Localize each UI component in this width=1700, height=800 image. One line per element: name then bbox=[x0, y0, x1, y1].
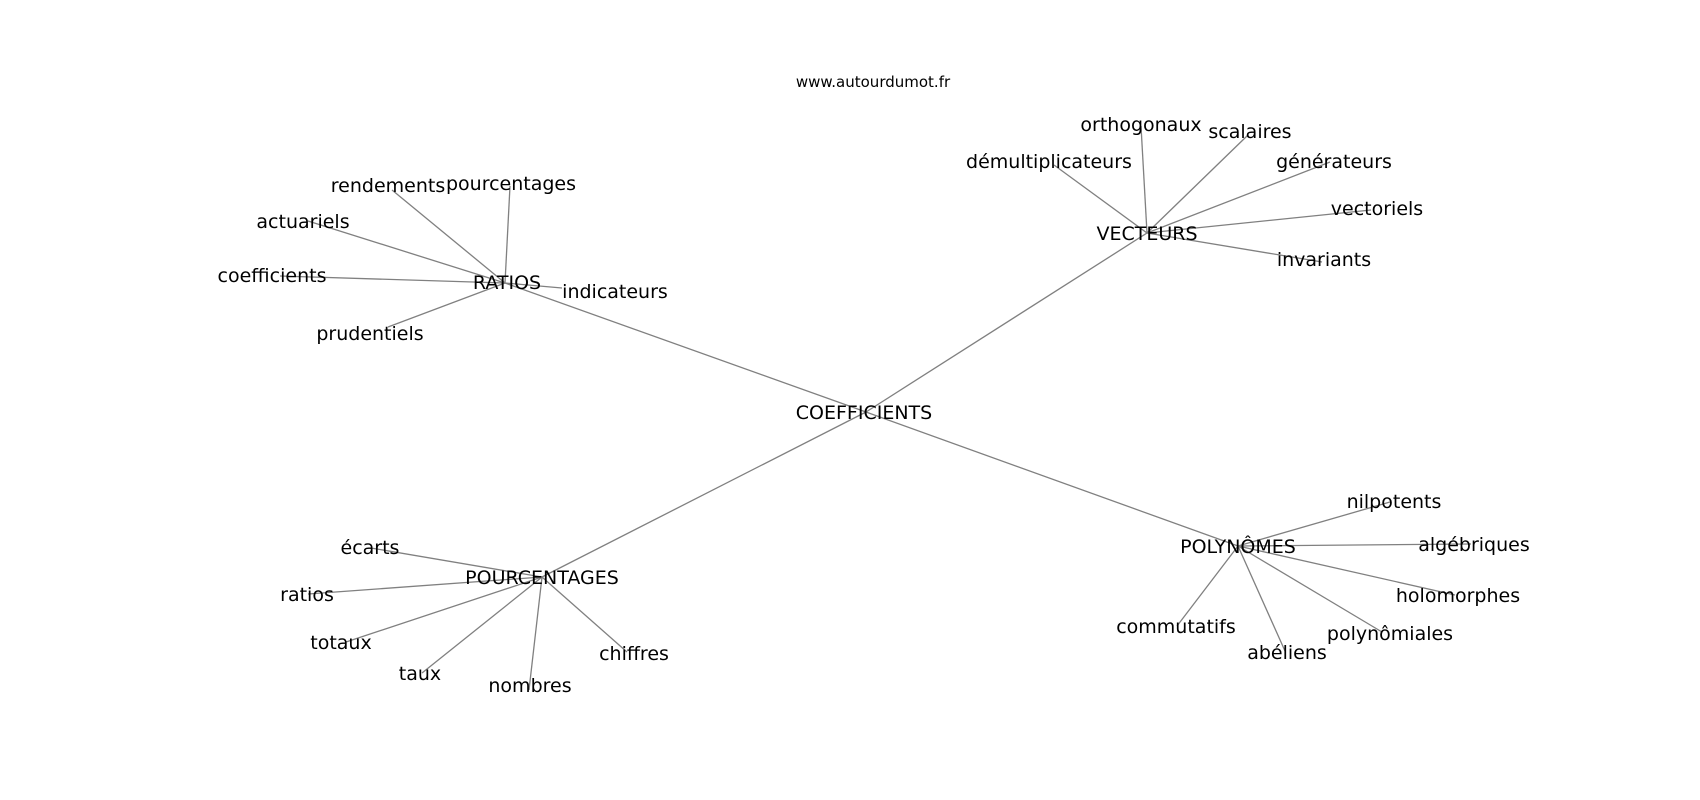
word-generateurs: générateurs bbox=[1276, 151, 1392, 173]
edge-center-vecteurs bbox=[865, 232, 1148, 413]
edge-polynomes-holomorphes bbox=[1237, 545, 1456, 596]
word-polynomiales: polynômiales bbox=[1327, 623, 1453, 645]
word-holomorphes: holomorphes bbox=[1396, 585, 1520, 607]
edge-polynomes-commutatifs bbox=[1176, 545, 1239, 627]
edge-pourcentages-taux bbox=[421, 576, 543, 674]
word-orthogonaux: orthogonaux bbox=[1080, 114, 1201, 136]
word-actuariels: actuariels bbox=[256, 211, 349, 233]
word-vectoriels: vectoriels bbox=[1331, 198, 1423, 220]
edge-vecteurs-demultiplicateurs bbox=[1053, 164, 1148, 234]
edge-vecteurs-generateurs bbox=[1146, 161, 1331, 234]
word-scalaires: scalaires bbox=[1208, 121, 1291, 143]
edge-ratios-actuariels bbox=[307, 220, 506, 284]
hub-pourcentages: POURCENTAGES bbox=[465, 567, 619, 589]
hub-polynomes: POLYNÔMES bbox=[1180, 534, 1296, 558]
word-taux: taux bbox=[399, 663, 441, 685]
word-totaux: totaux bbox=[310, 632, 371, 654]
edge-pourcentages-ratios bbox=[307, 576, 543, 595]
word-algebriques: algébriques bbox=[1418, 534, 1530, 556]
word-abeliens: abéliens bbox=[1247, 642, 1327, 664]
edge-ratios-rendements bbox=[391, 189, 506, 284]
edge-vecteurs-orthogonaux bbox=[1140, 125, 1148, 234]
edge-polynomes-abeliens bbox=[1237, 545, 1286, 652]
edge-center-ratios bbox=[504, 282, 867, 413]
edge-ratios-pourcentages bbox=[504, 185, 511, 284]
hub-ratios: RATIOS bbox=[473, 272, 541, 294]
edge-polynomes-polynomiales bbox=[1237, 545, 1383, 633]
center-node: COEFFICIENTS bbox=[796, 402, 932, 424]
word-demultiplicateurs: démultiplicateurs bbox=[966, 151, 1132, 173]
word-nombres: nombres bbox=[488, 675, 571, 697]
word-invariants: invariants bbox=[1277, 249, 1371, 271]
word-coefficients: coefficients bbox=[218, 265, 327, 287]
hub-vecteurs: VECTEURS bbox=[1096, 223, 1197, 245]
word-nilpotents: nilpotents bbox=[1347, 491, 1442, 513]
edge-polynomes-nilpotents bbox=[1237, 501, 1391, 547]
edge-pourcentages-totaux bbox=[345, 576, 543, 643]
edge-vecteurs-vectoriels bbox=[1146, 209, 1372, 234]
word-indicateurs: indicateurs bbox=[562, 281, 668, 303]
word-ecarts: écarts bbox=[341, 537, 400, 559]
edge-vecteurs-invariants bbox=[1146, 232, 1323, 263]
word-prudentiels: prudentiels bbox=[316, 323, 423, 345]
edge-ratios-coefficients bbox=[279, 275, 506, 284]
edge-center-pourcentages bbox=[541, 411, 867, 578]
edge-ratios-prudentiels bbox=[387, 282, 506, 328]
word-commutatifs: commutatifs bbox=[1116, 616, 1236, 638]
word-chiffres: chiffres bbox=[599, 643, 669, 665]
edge-vecteurs-scalaires bbox=[1146, 134, 1249, 234]
edge-pourcentages-nombres bbox=[528, 576, 543, 691]
source-label: www.autourdumot.fr bbox=[796, 73, 951, 91]
word-pourcentages: pourcentages bbox=[446, 173, 576, 195]
edge-pourcentages-ecarts bbox=[370, 547, 543, 578]
edge-ratios-indicateurs bbox=[504, 282, 563, 289]
word-rendements: rendements bbox=[331, 175, 445, 197]
word-ratios: ratios bbox=[280, 584, 334, 606]
edge-polynomes-algebriques bbox=[1237, 543, 1472, 547]
edge-pourcentages-chiffres bbox=[541, 576, 628, 653]
edge-center-polynomes bbox=[865, 411, 1239, 547]
